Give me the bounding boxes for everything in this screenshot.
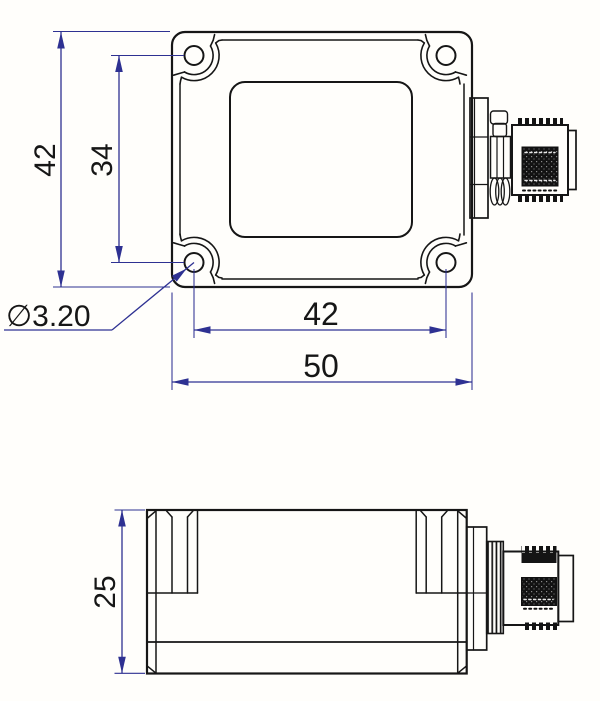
dim-label-hole-spacing-horizontal: 42 — [303, 296, 339, 332]
connector-flange — [469, 97, 489, 219]
extension-lines — [171, 292, 473, 390]
leader-arrowhead — [171, 268, 187, 282]
knurl-teeth-top-side — [521, 546, 557, 554]
connector-washer — [489, 177, 500, 206]
dim-label-hole-diameter: ∅3.20 — [6, 300, 91, 333]
arrowhead-up — [57, 32, 65, 49]
extension-lines — [114, 509, 145, 674]
knurled-coupling-ring — [485, 540, 505, 635]
connector-top — [469, 97, 577, 219]
connector-washer — [500, 177, 511, 206]
arrowhead-down — [115, 246, 123, 263]
mounting-hole — [183, 45, 205, 66]
arrowhead-left — [172, 378, 189, 386]
arrowhead-right — [429, 326, 446, 334]
connector-end-cap-side — [557, 554, 575, 623]
corner-mount-tab — [172, 33, 223, 85]
extension-lines — [53, 30, 170, 288]
dim-overall-depth-25: 25 — [89, 509, 145, 674]
knurl-band-top-side — [521, 553, 557, 563]
connector-neck — [489, 135, 512, 179]
extension-lines — [193, 269, 447, 338]
lid-outline — [229, 81, 413, 238]
arrowhead-left — [194, 326, 211, 334]
enclosure-outline — [170, 30, 474, 289]
side-view — [145, 508, 575, 675]
knurl-teeth-bottom-side — [523, 622, 558, 630]
arrowhead-right — [455, 378, 472, 386]
dimension-annotations: 42 34 ∅3.20 42 50 — [4, 30, 473, 674]
lid-inner-edges — [179, 39, 465, 280]
connector-washer — [495, 177, 505, 206]
arrowhead-down — [57, 270, 65, 287]
side-corner-tab — [146, 509, 199, 675]
enclosure-side-outline — [145, 508, 468, 675]
top-view — [170, 30, 577, 289]
connector-neck-bump — [492, 122, 508, 138]
dim-overall-height-42: 42 — [29, 30, 170, 288]
knurl-teeth-top — [517, 118, 563, 126]
dim-label-overall-height: 42 — [29, 143, 62, 176]
dim-overall-width-50: 50 — [171, 292, 473, 390]
connector-neck-bump — [489, 110, 509, 125]
knurl-teeth-bottom — [517, 194, 563, 202]
connector-flange-side — [465, 526, 488, 651]
dim-hole-spacing-vertical-34: 34 — [86, 54, 184, 264]
knurl-patch-side — [521, 577, 557, 606]
arrowhead-down — [118, 656, 126, 674]
knurl-patch — [521, 146, 559, 187]
dim-label-overall-width: 50 — [303, 348, 339, 384]
dim-label-hole-spacing-vertical: 34 — [86, 143, 119, 176]
dim-hole-spacing-horizontal-42: 42 — [193, 269, 447, 338]
extension-lines — [111, 54, 184, 264]
connector-side — [465, 526, 575, 651]
dim-hole-diameter-leader: ∅3.20 — [4, 261, 195, 333]
arrowhead-up — [118, 510, 126, 527]
arrowhead-up — [115, 55, 123, 72]
dim-label-overall-depth: 25 — [89, 575, 122, 608]
connector-end-cap — [567, 129, 577, 191]
